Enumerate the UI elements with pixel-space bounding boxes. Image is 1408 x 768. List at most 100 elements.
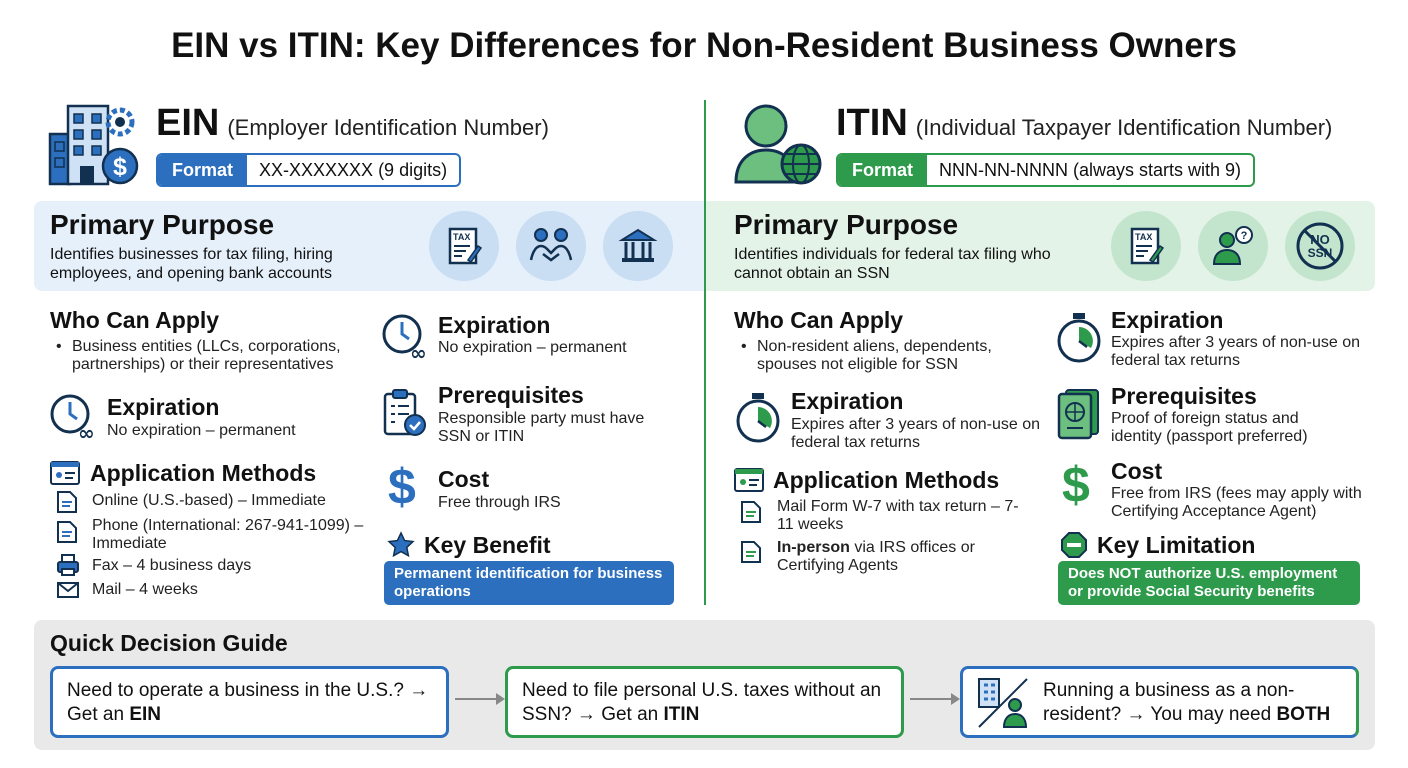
dollar-icon: $ — [388, 459, 416, 515]
itin-expiration-text: Expires after 3 years of non-use on fede… — [791, 416, 1041, 451]
ein-purpose-panel: Primary Purpose Identifies businesses fo… — [34, 201, 704, 291]
ein-benefit-title: Key Benefit — [424, 532, 551, 558]
person-question-icon: ? — [1198, 211, 1268, 281]
guide-box-itin: Need to file personal U.S. taxes without… — [505, 666, 904, 738]
svg-text:$: $ — [113, 153, 127, 181]
itin-method-2: In-person via IRS offices or Certifying … — [777, 539, 1007, 575]
ein-prereq-text: Responsible party must have SSN or ITIN — [438, 410, 645, 445]
ein-method-3: Fax – 4 business days — [92, 557, 252, 574]
itin-method-2-rest: via IRS offices or Certifying Agents — [777, 539, 975, 574]
decision-guide-panel: Quick Decision Guide Need to operate a b… — [34, 620, 1375, 750]
itin-expiration2-text: Expires after 3 years of non-use on fede… — [1111, 334, 1361, 369]
guide-box-both-text: Running a business as a non-resident? → … — [1043, 680, 1295, 725]
ein-cost-text: Free through IRS — [438, 494, 561, 511]
itin-limitation-box: Does NOT authorize U.S. employment or pr… — [1058, 561, 1360, 605]
passport-icon — [1056, 388, 1102, 445]
itin-cost-text: Free from IRS (fees may apply with Certi… — [1111, 485, 1362, 520]
person-globe-icon — [732, 100, 824, 188]
itin-who-bullet-dot: • — [741, 338, 747, 355]
ein-format-badge: Format XX-XXXXXXX (9 digits) — [156, 153, 462, 187]
in-person-form-icon — [740, 540, 762, 569]
ein-who-bullet-dot: • — [56, 338, 62, 355]
guide-box-both: Running a business as a non-resident? → … — [960, 666, 1359, 738]
ein-expiration-title: Expiration — [107, 394, 220, 420]
guide-box-both-bold: BOTH — [1276, 704, 1331, 725]
ein-purpose-title: Primary Purpose — [50, 209, 275, 240]
itin-purpose-title: Primary Purpose — [734, 209, 959, 240]
itin-full-name: (Individual Taxpayer Identification Numb… — [915, 115, 1333, 140]
guide-box-ein-text: Need to operate a business in the U.S.? … — [67, 680, 429, 725]
application-form-icon — [50, 461, 80, 490]
svg-text:NO: NO — [1310, 232, 1330, 247]
guide-box-ein-bold: EIN — [129, 704, 162, 725]
guide-arrow-2 — [910, 693, 960, 705]
guide-arrow-1 — [455, 693, 505, 705]
ein-name: EIN — [156, 102, 220, 144]
svg-text:∞: ∞ — [78, 421, 95, 442]
itin-format-value: NNN-NN-NNNN (always starts with 9) — [927, 155, 1254, 185]
ein-benefit-box: Permanent identification for business op… — [384, 561, 674, 605]
ein-expiration2-title: Expiration — [438, 312, 551, 338]
guide-box-ein: Need to operate a business in the U.S.? … — [50, 666, 449, 738]
itin-prereq-title: Prerequisites — [1111, 383, 1257, 409]
tax-document-icon: TAX — [1111, 211, 1181, 281]
dollar-icon: $ — [1062, 457, 1090, 513]
stopwatch-icon — [734, 392, 782, 449]
svg-text:SSN: SSN — [1308, 246, 1333, 260]
itin-method-2-bold: In-person — [777, 539, 850, 556]
itin-cost-title: Cost — [1111, 458, 1163, 484]
itin-purpose-panel: Primary Purpose Identifies individuals f… — [706, 201, 1375, 291]
itin-method-1: Mail Form W-7 with tax return – 7-11 wee… — [777, 498, 1019, 533]
svg-text:∞: ∞ — [410, 341, 427, 362]
stop-sign-icon — [1060, 531, 1088, 564]
ein-cost-title: Cost — [438, 466, 490, 492]
ein-header: EIN (Employer Identification Number) — [156, 102, 549, 145]
ein-methods-title: Application Methods — [90, 460, 317, 486]
bank-icon — [603, 211, 673, 281]
application-form-icon — [734, 468, 764, 497]
stopwatch-icon-2 — [1055, 312, 1103, 369]
handshake-icon — [516, 211, 586, 281]
itin-purpose-text: Identifies individuals for federal tax f… — [734, 246, 1051, 282]
ein-method-1: Online (U.S.-based) – Immediate — [92, 492, 326, 509]
ein-who-bullet: Business entities (LLCs, corporations, p… — [72, 338, 341, 373]
decision-guide-title: Quick Decision Guide — [50, 630, 288, 656]
itin-format-label: Format — [838, 155, 928, 185]
itin-expiration2-title: Expiration — [1111, 307, 1224, 333]
clock-infinity-icon: ∞ — [48, 392, 98, 447]
clipboard-check-icon — [382, 388, 428, 443]
itin-format-badge: Format NNN-NN-NNNN (always starts with 9… — [836, 153, 1256, 187]
fax-icon — [56, 553, 80, 582]
mail-icon — [56, 580, 80, 605]
itin-methods-title: Application Methods — [773, 467, 1000, 493]
itin-limitation-title: Key Limitation — [1097, 532, 1256, 558]
star-icon — [387, 531, 415, 564]
mail-form-icon — [740, 500, 762, 529]
svg-text:?: ? — [1241, 230, 1248, 242]
online-form-icon — [56, 490, 78, 519]
ein-full-name: (Employer Identification Number) — [227, 115, 549, 140]
phone-form-icon — [56, 520, 78, 549]
ein-purpose-text: Identifies businesses for tax filing, hi… — [50, 246, 333, 282]
svg-text:TAX: TAX — [1135, 232, 1152, 242]
ein-prereq-title: Prerequisites — [438, 382, 584, 408]
itin-prereq-text: Proof of foreign status and identity (pa… — [1111, 410, 1308, 445]
ein-who-title: Who Can Apply — [50, 307, 220, 333]
ein-expiration2-text: No expiration – permanent — [438, 339, 627, 356]
itin-who-title: Who Can Apply — [734, 307, 904, 333]
page-title: EIN vs ITIN: Key Differences for Non-Res… — [171, 26, 1237, 65]
guide-box-itin-text: Need to file personal U.S. taxes without… — [522, 680, 882, 725]
column-divider — [704, 100, 706, 605]
itin-who-bullet: Non-resident aliens, dependents, spouses… — [757, 338, 992, 373]
itin-header: ITIN (Individual Taxpayer Identification … — [836, 102, 1332, 145]
ein-method-4: Mail – 4 weeks — [92, 581, 198, 598]
tax-document-icon: TAX — [429, 211, 499, 281]
itin-name: ITIN — [836, 102, 908, 144]
ein-expiration-text: No expiration – permanent — [107, 422, 296, 439]
office-building-icon: $ — [48, 100, 140, 188]
ein-format-value: XX-XXXXXXX (9 digits) — [247, 155, 460, 185]
itin-expiration-title: Expiration — [791, 388, 904, 414]
ein-format-label: Format — [158, 155, 248, 185]
building-person-icon — [978, 678, 1028, 728]
